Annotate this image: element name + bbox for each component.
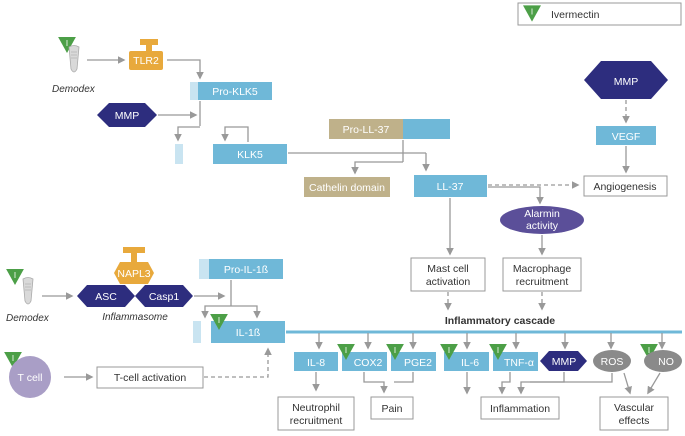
inflammasome-label: Inflammasome (102, 312, 168, 323)
tlr2-receptor: TLR2 (129, 39, 163, 70)
cathelin-domain-label: Cathelin domain (309, 182, 385, 194)
pro-ll37-tan-box (329, 119, 403, 139)
vegf-box (596, 126, 656, 145)
pain-label: Pain (381, 403, 402, 415)
cox2-label: COX2 (354, 357, 383, 369)
vascular-effects-box (599, 396, 669, 431)
demodex-label-bottom: Demodex (6, 313, 50, 324)
neutrophil-recruitment-box (277, 396, 355, 431)
ll37-box (414, 175, 487, 197)
ros-ellipse: ROS (593, 350, 631, 372)
svg-text:TLR2: TLR2 (133, 55, 159, 67)
cathelin-domain-box (304, 177, 390, 197)
tnfa-label: TNF-α (504, 357, 534, 369)
mmp-left-hexagon: MMP (97, 103, 157, 127)
mast-cell-activation-box (410, 257, 486, 292)
macrophage-recruitment-box (502, 257, 582, 292)
tnfa-box (493, 352, 538, 371)
ll37-label: LL-37 (437, 181, 464, 193)
svg-text:activity: activity (526, 220, 559, 232)
pro-klk5-label: Pro-KLK5 (212, 86, 258, 98)
tcell-circle: T cell (9, 356, 51, 398)
il1b-label: IL-1ß (236, 327, 261, 339)
angiogenesis-label: Angiogenesis (593, 181, 656, 193)
svg-text:T cell: T cell (18, 372, 43, 384)
il8-label: IL-8 (307, 357, 325, 369)
asc-hexagon: ASC (77, 285, 135, 307)
svg-text:NO: NO (658, 356, 674, 368)
klk5-label: KLK5 (237, 149, 263, 161)
cox2-box (342, 352, 387, 371)
inflammation-box (480, 396, 560, 420)
inflammatory-cascade-label: Inflammatory cascade (445, 315, 555, 327)
svg-text:effects: effects (619, 415, 650, 427)
il6-box (444, 352, 489, 371)
svg-text:ASC: ASC (95, 291, 117, 303)
demodex-mite-icon (22, 277, 34, 305)
pro-il1b-label: Pro-IL-1ß (224, 264, 268, 276)
pro-ll37-label: Pro-LL-37 (343, 124, 390, 136)
svg-text:recruitment: recruitment (516, 276, 569, 288)
svg-text:Neutrophil: Neutrophil (292, 402, 340, 414)
pro-klk5-box (198, 82, 272, 100)
il8-box (294, 352, 338, 371)
pro-il1b-box (209, 259, 283, 279)
pge2-label: PGE2 (404, 357, 432, 369)
svg-text:MMP: MMP (115, 110, 140, 122)
il6-label: IL-6 (461, 357, 479, 369)
svg-text:Vascular: Vascular (614, 402, 655, 414)
svg-text:NAPL3: NAPL3 (117, 268, 150, 280)
il1b-box (211, 321, 285, 343)
demodex-label-top: Demodex (52, 84, 96, 95)
mmp-top-hexagon: MMP (584, 61, 668, 99)
svg-text:Macrophage: Macrophage (513, 263, 572, 275)
ivermectin-triangle-icon (6, 269, 24, 285)
svg-text:MMP: MMP (614, 76, 639, 88)
tcell-activation-label: T-cell activation (114, 372, 187, 384)
alarmin-activity-ellipse: Alarmin activity (500, 206, 584, 234)
angiogenesis-box (583, 175, 668, 197)
svg-text:activation: activation (426, 276, 471, 288)
svg-text:Casp1: Casp1 (149, 291, 180, 303)
legend-label: Ivermectin (551, 9, 600, 21)
casp1-hexagon: Casp1 (135, 285, 193, 307)
tcell-activation-box (96, 366, 204, 389)
pro-ll37-blue-box (403, 119, 450, 139)
napl3-component: NAPL3 (114, 247, 154, 284)
demodex-mite-icon (68, 45, 80, 73)
svg-text:MMP: MMP (552, 356, 577, 368)
pge2-box (391, 352, 436, 371)
svg-text:Alarmin: Alarmin (524, 208, 560, 220)
mmp-bottom-hexagon: MMP (540, 351, 587, 371)
vegf-label: VEGF (612, 131, 641, 143)
svg-text:Mast cell: Mast cell (427, 263, 468, 275)
no-ellipse: NO (644, 350, 682, 372)
pain-box (370, 396, 414, 420)
klk5-box (213, 144, 287, 164)
legend: Ivermectin (517, 2, 682, 26)
svg-text:ROS: ROS (601, 356, 624, 368)
svg-text:recruitment: recruitment (290, 415, 343, 427)
inflammation-label: Inflammation (490, 403, 550, 415)
